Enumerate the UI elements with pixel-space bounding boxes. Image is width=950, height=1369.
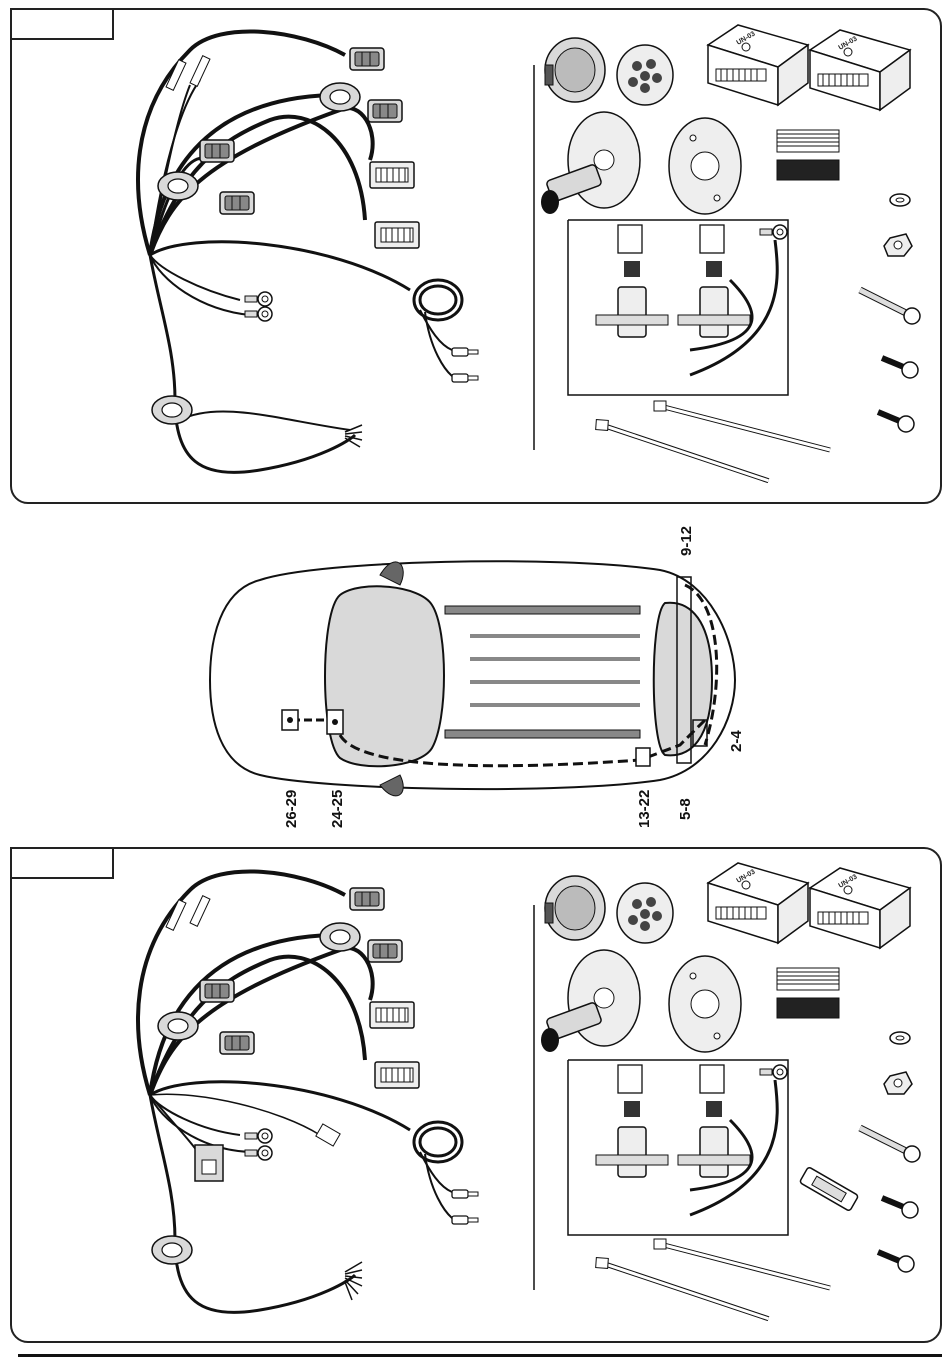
nut-bottom [884,1072,912,1094]
callout-box-13-22 [636,748,650,766]
self-tapping-screw-top [878,412,914,432]
washer-top [890,194,910,206]
connector-top-2 [368,100,402,122]
connector-top-4 [220,192,254,214]
spade-bottom-2 [452,1216,478,1224]
fuse-holder-bottom-2 [678,1065,750,1177]
grommet-top-1 [320,83,360,111]
module-top-1 [708,25,808,105]
plate-with-tube-top [541,112,640,214]
connector-bottom-5 [370,1002,414,1028]
car-top-view [210,561,735,796]
module-bottom-2 [810,868,910,948]
grommet-top-2 [158,172,198,200]
callout-26-29: 26-29 [283,790,300,828]
footer-rule [18,1354,942,1357]
callout-5-8: 5-8 [677,798,694,820]
callout-24-25: 24-25 [329,790,346,828]
connector-top-6 [375,222,419,248]
connector-top-3 [200,140,234,162]
fuse-holder-bottom-1 [596,1065,668,1177]
ring-terminal-bottom-2 [245,1146,272,1160]
connector-bottom-2 [368,940,402,962]
callout-13-22: 13-22 [636,790,653,828]
connector-bottom-3 [200,980,234,1002]
ring-terminal-bottom-1 [245,1129,272,1143]
callout-2-4: 2-4 [728,730,745,752]
relay-plug-bottom [195,1145,223,1181]
socket-bottom [545,876,605,940]
screw-top [882,358,918,378]
spade-top-2 [452,374,478,382]
nut-top [884,234,912,256]
label-strips-bottom [777,968,839,1018]
cable-tie-top-1 [654,401,830,450]
spade-top-1 [452,348,478,356]
module-bottom-1 [708,863,808,943]
ring-terminal-top-1 [245,292,272,306]
bolt-top [860,290,920,324]
fuse-holder-top-1 [596,225,668,337]
plate-top [669,118,741,214]
grommet-bottom-2 [158,1012,198,1040]
callout-9-12: 9-12 [678,526,695,556]
spade-connector-bottom [316,1124,340,1146]
washer-bottom [890,1032,910,1044]
grommet-top-3 [152,396,192,424]
plate-with-tube-bottom [541,950,640,1052]
connector-bottom-1 [350,888,384,910]
ring-terminal-fuse-top [760,225,787,239]
spade-bottom-1 [452,1190,478,1198]
ring-terminal-fuse-bottom [760,1065,787,1079]
connector-top-5 [370,162,414,188]
wire-tap-connector-bottom [799,1167,858,1212]
fuse-kit-frame-top [568,220,788,395]
ring-terminal-top-2 [245,307,272,321]
bolt-bottom [860,1128,920,1162]
fuse-holder-top-2 [678,225,750,337]
grommet-bottom-3 [152,1236,192,1264]
self-tapping-screw-bottom [878,1252,914,1272]
cable-tie-bottom-1 [654,1239,830,1288]
plug-bottom [617,883,673,943]
grommet-bottom-1 [320,923,360,951]
screw-bottom [882,1198,918,1218]
socket-top [545,38,605,102]
plug-top [617,45,673,105]
fuse-kit-frame-bottom [568,1060,788,1235]
plate-bottom [669,956,741,1052]
connector-top-1 [350,48,384,70]
connector-bottom-6 [375,1062,419,1088]
connector-bottom-4 [220,1032,254,1054]
label-strips-top [777,130,839,180]
module-top-2 [810,30,910,110]
